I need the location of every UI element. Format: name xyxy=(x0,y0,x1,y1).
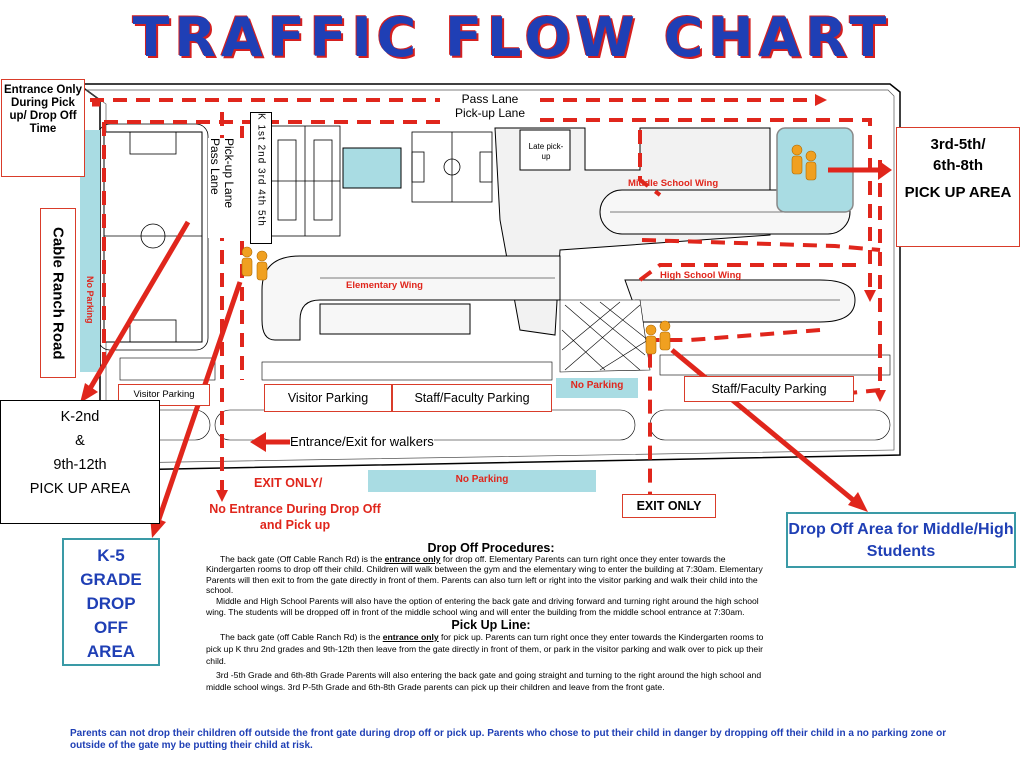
no-entrance-label: No Entrance During Drop Off and Pick up xyxy=(209,502,381,532)
no-parking-strip-center xyxy=(556,378,638,398)
elementary-wing-label: Elementary Wing xyxy=(346,280,423,291)
grades-vert-text: K 1st 2nd 3rd 4th 5th xyxy=(255,113,267,227)
no-parking-strip-bottom xyxy=(368,470,596,492)
no-parking-left-label: No Parking xyxy=(82,260,98,340)
grades-vertical-label: K 1st 2nd 3rd 4th 5th xyxy=(250,112,272,244)
entrance-exit-walkers-label: Entrance/Exit for walkers xyxy=(290,434,434,449)
pool xyxy=(342,147,402,189)
k5-drop-off-label: K-5 GRADE DROP OFF AREA xyxy=(62,538,160,666)
late-pickup-label: Late pick-up xyxy=(528,142,564,161)
high-school-wing xyxy=(624,279,856,323)
middle-school-wing-label: Middle School Wing xyxy=(628,178,719,189)
high-school-wing-label: High School Wing xyxy=(660,270,742,281)
no-parking-bottom-label: No Parking xyxy=(455,474,509,485)
pass-lane-top-label: Pass Lane Pick-up Lane xyxy=(440,92,540,120)
page-title: TRAFFIC FLOW CHART xyxy=(132,6,892,69)
warning-text: Parents can not drop their children off … xyxy=(70,728,947,751)
exit-only-right-label: EXIT ONLY xyxy=(622,494,716,518)
pickup-3-8-line3: PICK UP AREA xyxy=(904,184,1012,201)
soccer-field xyxy=(103,131,203,343)
people-figures xyxy=(241,144,817,355)
pickup-paragraph-1: The back gate (off Cable Ranch Rd) is th… xyxy=(206,631,764,666)
pickup-3-8-line2: 6th-8th xyxy=(933,157,983,174)
solid-arrowheads xyxy=(80,160,892,538)
pickup-k2-line2: & xyxy=(75,433,85,449)
no-parking-left-text: No Parking xyxy=(85,276,95,324)
staff-faculty-parking-right-label: Staff/Faculty Parking xyxy=(684,376,854,402)
no-parking-strip-left xyxy=(80,130,100,372)
drop-off-heading: Drop Off Procedures: xyxy=(427,541,555,555)
visitor-parking-label: Visitor Parking xyxy=(264,384,392,412)
basketball-courts xyxy=(411,131,493,203)
pickup-k2-line3: 9th-12th xyxy=(53,457,107,473)
procedures-text: Drop Off Procedures: The back gate (Off … xyxy=(206,541,776,693)
pickup-lane-text: Pick-up Lane xyxy=(454,106,526,120)
no-parking-center-label: No Parking xyxy=(570,380,624,391)
pickup-3-8-line1: 3rd-5th/ xyxy=(930,136,986,153)
pass-lane-vert-text: Pass Lane xyxy=(208,138,222,195)
pickup-area-3-8-label: 3rd-5th/ 6th-8th PICK UP AREA xyxy=(896,127,1020,247)
courtyard-hatch xyxy=(559,299,651,373)
pickup-lane-vert-text: Pick-up Lane xyxy=(222,138,236,209)
entrance-only-label: Entrance Only During Pick up/ Drop Off T… xyxy=(1,79,85,177)
pickup-k2-line1: K-2nd xyxy=(60,409,100,425)
cable-ranch-road-label: Cable Ranch Road xyxy=(40,208,76,378)
pickup-area-k2-label: K-2nd & 9th-12th PICK UP AREA xyxy=(0,400,160,524)
pickup-heading: Pick Up Line: xyxy=(451,618,531,633)
elementary-wing xyxy=(261,255,561,341)
pickup-k2-line4: PICK UP AREA xyxy=(29,481,131,497)
drop-off-middle-high-label: Drop Off Area for Middle/High Students xyxy=(786,512,1016,568)
pass-lane-text: Pass Lane xyxy=(461,92,519,106)
drop-off-paragraph-1: The back gate (Off Cable Ranch Rd) is th… xyxy=(206,553,763,596)
pass-lane-vertical-label: Pass Lane Pick-up Lane xyxy=(208,138,244,238)
staff-faculty-parking-label: Staff/Faculty Parking xyxy=(392,384,552,412)
pickup-paragraph-2: 3rd -5th Grade and 6th-8th Grade Parents… xyxy=(206,669,762,692)
tennis-courts xyxy=(269,125,341,237)
cable-ranch-road-text: Cable Ranch Road xyxy=(49,226,67,360)
drop-off-paragraph-2: Middle and High School Parents will also… xyxy=(206,595,759,617)
exit-only-left-label: EXIT ONLY/ xyxy=(254,476,323,490)
